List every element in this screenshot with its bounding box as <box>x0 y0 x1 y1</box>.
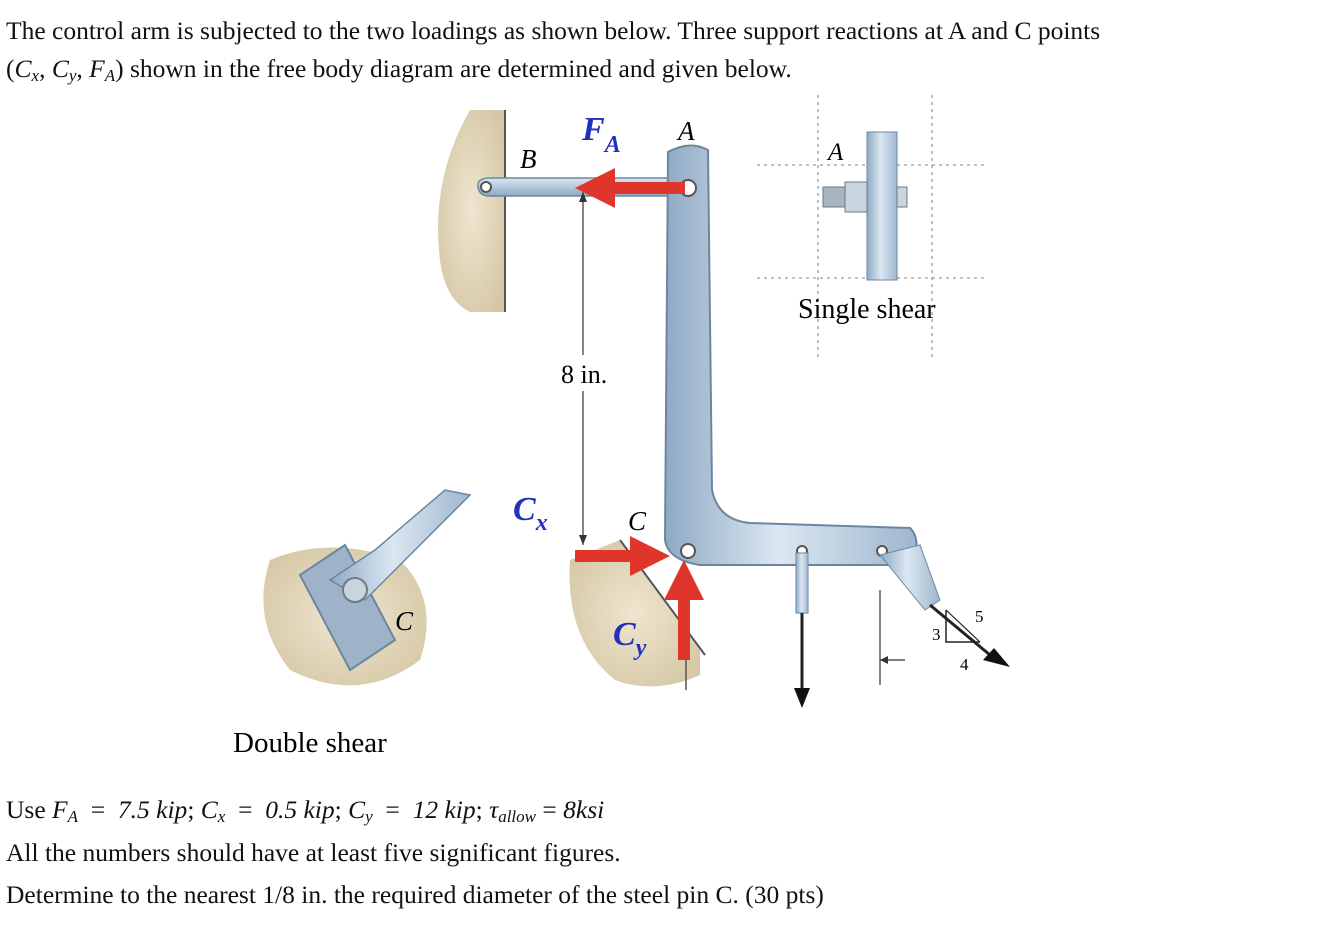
force-fa-arrow <box>575 168 685 208</box>
label-c-detail: C <box>395 606 414 636</box>
question-text: Determine to the nearest 1/8 in. the req… <box>6 880 824 909</box>
label-cx: Cx <box>513 491 548 536</box>
label-double-shear: Double shear <box>233 727 387 759</box>
given-values: Use FA = 7.5 kip; Cx = 0.5 kip; Cy = 12 … <box>6 795 605 826</box>
double-shear-detail: C Double shear <box>233 489 472 759</box>
label-single-shear: Single shear <box>798 294 936 325</box>
label-cy: Cy <box>613 616 647 661</box>
wall-support-b <box>438 110 506 312</box>
intro-line-2: shown in the free body diagram are deter… <box>129 54 792 83</box>
single-shear-detail: A Single shear <box>757 95 985 360</box>
control-arm-figure: 3 4 5 8 in. FA B A Cx C Cy <box>233 95 1010 759</box>
dimension-label-8in: 8 in. <box>561 360 607 389</box>
intro-text: The control arm is subjected to the two … <box>6 16 1101 85</box>
force-cy-arrow <box>664 560 704 660</box>
slope-label-3: 3 <box>932 625 941 644</box>
label-b: B <box>520 144 537 174</box>
slope-label-4: 4 <box>960 655 969 674</box>
label-c-main: C <box>628 506 647 536</box>
vertical-load <box>794 552 810 708</box>
slope-label-5: 5 <box>975 607 984 626</box>
value-tau: 8ksi <box>563 795 605 824</box>
value-cy: 12 kip <box>412 795 476 824</box>
dimension-helper <box>879 590 905 685</box>
force-cx-arrow <box>575 536 670 576</box>
significant-figures-note: All the numbers should have at least fiv… <box>6 838 621 867</box>
dimension-8in: 8 in. <box>555 192 625 545</box>
value-cx: 0.5 kip <box>265 795 335 824</box>
label-a: A <box>676 116 695 146</box>
control-arm <box>663 144 918 566</box>
label-a-detail: A <box>826 139 844 166</box>
value-fa: 7.5 kip <box>117 795 188 824</box>
intro-line-1: The control arm is subjected to the two … <box>6 16 1101 45</box>
label-fa: FA <box>581 111 621 158</box>
inclined-load: 3 4 5 <box>879 544 1010 674</box>
